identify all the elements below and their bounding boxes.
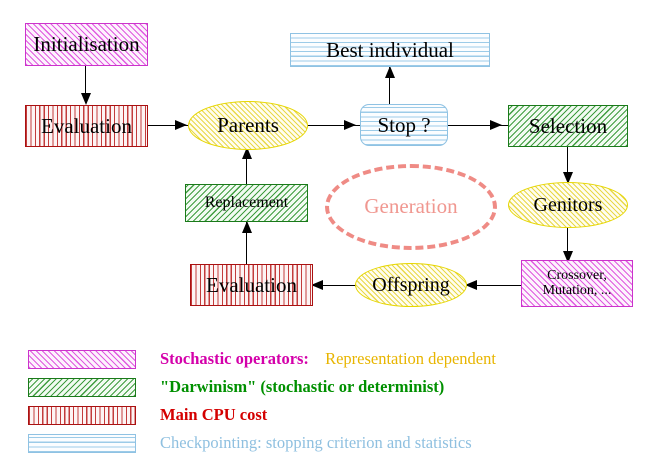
legend: Stochastic operators: Representation dep…	[0, 340, 662, 460]
legend-label-checkpointing: Checkpointing: stopping criterion and st…	[160, 433, 472, 452]
legend-label-darwinism: "Darwinism" (stochastic or determinist)	[160, 377, 445, 396]
node-parents-label: Parents	[217, 113, 279, 138]
edge-genitors-to-crossover	[567, 228, 569, 261]
node-replacement-label: Replacement	[204, 193, 289, 211]
node-genitors-label: Genitors	[533, 193, 603, 216]
arrowhead-crossover-to-offspring	[465, 280, 477, 290]
generation-boundary-ellipse	[325, 164, 497, 250]
arrowhead-genitors-to-crossover	[563, 251, 573, 263]
node-initialisation[interactable]: Initialisation	[25, 23, 148, 66]
node-offspring-label: Offspring	[372, 273, 450, 296]
node-selection-label: Selection	[528, 113, 608, 138]
arrowhead-stop-to-best	[385, 66, 395, 78]
legend-text-main-cpu-cost: Main CPU cost	[160, 405, 267, 425]
node-stop[interactable]: Stop ?	[360, 104, 448, 146]
legend-swatch-red	[28, 405, 136, 425]
node-crossover-mutation[interactable]: Crossover, Mutation, ...	[521, 260, 633, 307]
arrowhead-offspring-to-evaluation	[311, 280, 323, 290]
node-evaluation-bottom-label: Evaluation	[206, 272, 297, 297]
legend-text-checkpointing: Checkpointing: stopping criterion and st…	[160, 433, 472, 453]
node-genitors[interactable]: Genitors	[508, 182, 628, 228]
arrowhead-selection-to-genitors	[563, 172, 573, 184]
edge-evaluation-to-parents	[148, 125, 190, 127]
arrowhead-evaluation-to-replacement	[242, 221, 252, 233]
legend-row-darwinism: "Darwinism" (stochastic or determinist)	[28, 376, 444, 398]
node-stop-label: Stop ?	[377, 112, 431, 137]
legend-label-representation-dependent: Representation dependent	[325, 349, 496, 368]
legend-swatch-blue	[28, 433, 136, 453]
edge-selection-to-genitors	[567, 147, 569, 180]
legend-row-main-cpu-cost: Main CPU cost	[28, 404, 267, 426]
legend-row-checkpointing: Checkpointing: stopping criterion and st…	[28, 432, 472, 454]
legend-row-stochastic-operators: Stochastic operators: Representation dep…	[28, 348, 496, 370]
node-parents[interactable]: Parents	[188, 101, 308, 150]
node-replacement[interactable]: Replacement	[185, 184, 308, 222]
node-offspring[interactable]: Offspring	[355, 263, 467, 307]
edge-stop-to-selection	[448, 125, 508, 127]
legend-text-stochastic-operators: Stochastic operators: Representation dep…	[160, 349, 496, 369]
edge-initialisation-to-evaluation	[85, 66, 87, 98]
node-best-individual-label: Best individual	[326, 37, 454, 62]
edge-stop-to-best	[389, 67, 391, 105]
node-best-individual[interactable]: Best individual	[290, 33, 490, 67]
generation-label: Generation	[364, 194, 458, 218]
edge-replacement-to-parents	[246, 152, 248, 185]
node-evaluation-bottom[interactable]: Evaluation	[190, 264, 313, 306]
arrowhead-replacement-to-parents	[242, 147, 252, 159]
node-initialisation-label: Initialisation	[33, 32, 140, 57]
arrowhead-initialisation-to-evaluation	[81, 93, 91, 105]
edge-evaluation-to-replacement	[246, 222, 248, 266]
legend-swatch-magenta	[28, 349, 136, 369]
legend-label-stochastic-operators: Stochastic operators:	[160, 349, 309, 368]
node-evaluation-top[interactable]: Evaluation	[25, 105, 148, 147]
legend-label-main-cpu-cost: Main CPU cost	[160, 405, 268, 424]
node-crossover-mutation-label-line1: Crossover,	[547, 267, 607, 283]
arrowhead-parents-to-stop	[344, 120, 356, 130]
edge-offspring-to-evaluation	[313, 285, 361, 287]
node-selection[interactable]: Selection	[508, 105, 628, 147]
edge-crossover-to-offspring	[468, 285, 522, 287]
node-evaluation-top-label: Evaluation	[41, 113, 132, 138]
node-crossover-mutation-label-line2: Mutation, ...	[542, 282, 612, 298]
arrowhead-stop-to-selection	[490, 120, 502, 130]
legend-text-darwinism: "Darwinism" (stochastic or determinist)	[160, 377, 444, 397]
arrowhead-evaluation-to-parents	[175, 120, 187, 130]
legend-swatch-green	[28, 377, 136, 397]
edge-parents-to-stop	[308, 125, 360, 127]
